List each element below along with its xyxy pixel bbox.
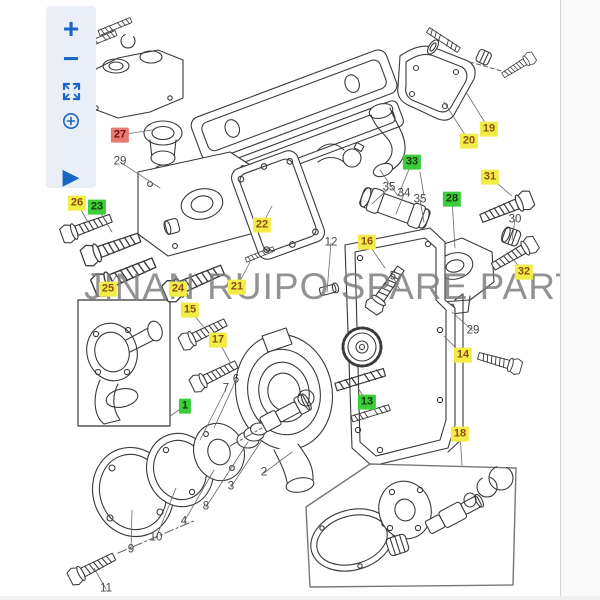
part-label-12: 12: [324, 236, 338, 249]
thermostat-drawing: [143, 120, 183, 176]
water-outlet-housing-drawing: [71, 49, 184, 119]
bottom-strip: [0, 596, 600, 600]
part-label-1[interactable]: 1: [178, 398, 192, 414]
fullscreen-button[interactable]: [53, 76, 89, 106]
part-label-29: 29: [113, 155, 127, 168]
leader-line: [392, 276, 401, 291]
part-label-19[interactable]: 19: [479, 121, 499, 137]
reset-view-icon: [63, 113, 79, 129]
part-label-17[interactable]: 17: [208, 332, 228, 348]
water-pump-box-drawing: [77, 299, 171, 427]
valve-cover-drawing: [190, 49, 398, 162]
part-label-13[interactable]: 13: [357, 394, 377, 410]
leader-line: [419, 199, 425, 223]
part-label-20[interactable]: 20: [459, 133, 479, 149]
leader-line: [93, 567, 107, 590]
bolt-drawing: [78, 226, 144, 269]
zoom-in-button[interactable]: +: [62, 13, 80, 44]
gear-drawing: [341, 326, 383, 368]
circlip-drawing: [120, 33, 136, 49]
cover-plate-drawing: [397, 45, 476, 121]
part-label-14[interactable]: 14: [453, 347, 473, 363]
part-label-23[interactable]: 23: [87, 199, 107, 215]
part-label-11: 11: [100, 582, 112, 595]
repair-kit-box-drawing: [305, 463, 517, 588]
sensor-drawing: [318, 282, 340, 296]
leader-line: [395, 193, 405, 215]
bolt-drawing: [475, 347, 524, 377]
part-label-18[interactable]: 18: [450, 426, 470, 442]
stud-drawing: [97, 16, 133, 37]
bolt-drawing: [477, 188, 537, 229]
part-label-9: 9: [127, 543, 135, 556]
part-label-32[interactable]: 32: [514, 264, 534, 280]
plug-drawing: [475, 48, 492, 66]
part-label-7: 7: [222, 382, 230, 395]
leader-line: [451, 311, 474, 332]
leader-line: [371, 187, 390, 205]
leader-line: [183, 469, 215, 523]
viewer-toolbar: + − ▶: [46, 6, 96, 189]
part-label-35: 35: [413, 193, 427, 206]
bearing-ring-drawing: [297, 389, 315, 407]
part-label-29: 29: [466, 324, 480, 337]
part-label-31[interactable]: 31: [480, 169, 500, 185]
right-margin: [561, 0, 600, 600]
leader-line: [263, 451, 293, 474]
part-label-2: 2: [260, 466, 268, 479]
reset-view-button[interactable]: [53, 106, 89, 136]
part-label-10: 10: [149, 531, 163, 544]
part-label-26[interactable]: 26: [67, 195, 87, 211]
part-label-34: 34: [397, 187, 411, 200]
hose-clamp-drawing: [317, 141, 365, 168]
plug-drawing: [501, 226, 522, 247]
leader-line: [205, 441, 249, 508]
leader-line: [230, 439, 263, 488]
leader-line: [326, 242, 332, 293]
part-label-15[interactable]: 15: [180, 302, 200, 318]
part-label-28[interactable]: 28: [442, 191, 462, 207]
part-label-3: 3: [227, 480, 235, 493]
leader-line: [119, 161, 161, 189]
bolt-drawing: [58, 208, 115, 246]
part-label-22[interactable]: 22: [252, 217, 272, 233]
leader-line: [155, 487, 177, 539]
part-label-25[interactable]: 25: [98, 281, 118, 297]
part-label-4: 4: [180, 515, 188, 528]
elbow-pipe-drawing: [368, 103, 406, 178]
part-label-27[interactable]: 27: [110, 127, 130, 143]
leader-line: [451, 198, 456, 249]
hub-flange-drawing: [91, 422, 245, 538]
content-edge-line: [560, 0, 561, 600]
part-label-5: 5: [389, 270, 397, 283]
bolt-drawing: [65, 548, 119, 588]
part-label-8: 8: [202, 500, 210, 513]
zoom-out-button[interactable]: −: [62, 43, 80, 74]
volute-housing-drawing: [234, 327, 334, 493]
leader-line: [130, 509, 133, 551]
part-label-30: 30: [508, 213, 522, 226]
play-button[interactable]: ▶: [62, 164, 80, 189]
bolt-drawing: [499, 49, 538, 82]
seal-bellows-drawing: [236, 422, 269, 449]
part-label-6: 6: [232, 373, 240, 386]
part-label-24[interactable]: 24: [168, 281, 188, 297]
fullscreen-icon: [62, 82, 80, 100]
leader-line: [199, 388, 227, 441]
part-label-16[interactable]: 16: [357, 234, 377, 250]
part-label-35: 35: [382, 181, 396, 194]
leader-line: [213, 379, 237, 429]
leader-line: [511, 219, 516, 241]
part-label-33[interactable]: 33: [402, 154, 422, 170]
part-label-21[interactable]: 21: [227, 279, 247, 295]
